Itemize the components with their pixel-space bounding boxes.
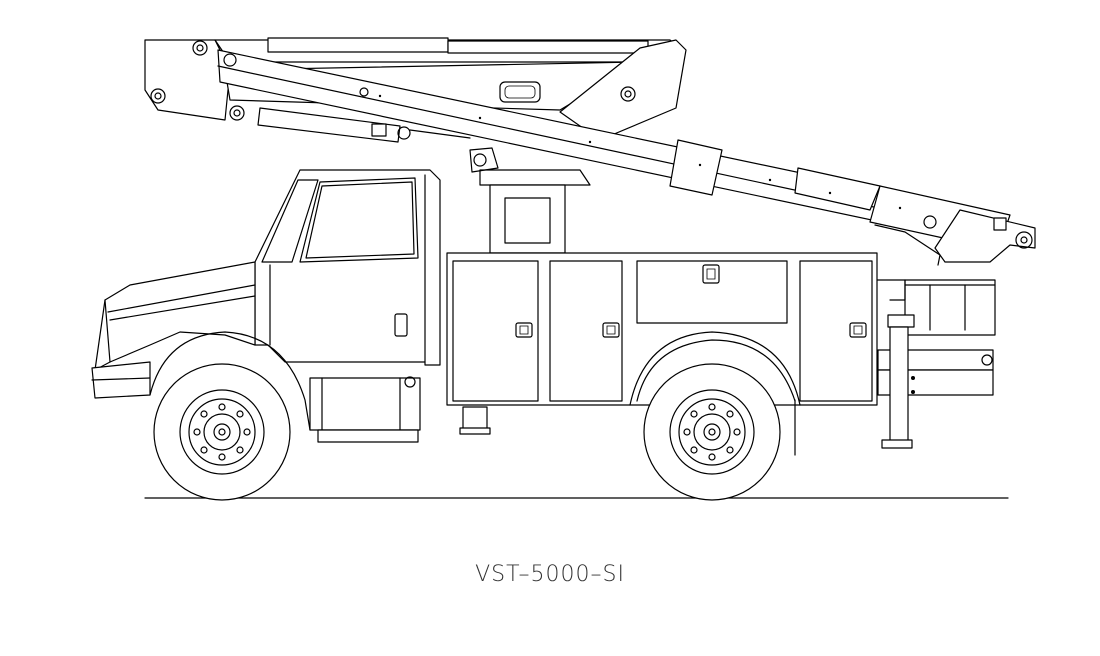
model-label: VST–5000–SI [475,562,625,587]
truck-cab [255,170,440,365]
front-wheel [150,332,310,500]
boom-tip [875,210,1035,265]
lift-cylinder [258,108,470,142]
truck-hood [92,262,255,398]
rear-wheel [644,364,795,500]
chassis [310,315,993,448]
boom-rivets [378,94,902,210]
turret [470,148,590,253]
utility-body [447,253,877,405]
